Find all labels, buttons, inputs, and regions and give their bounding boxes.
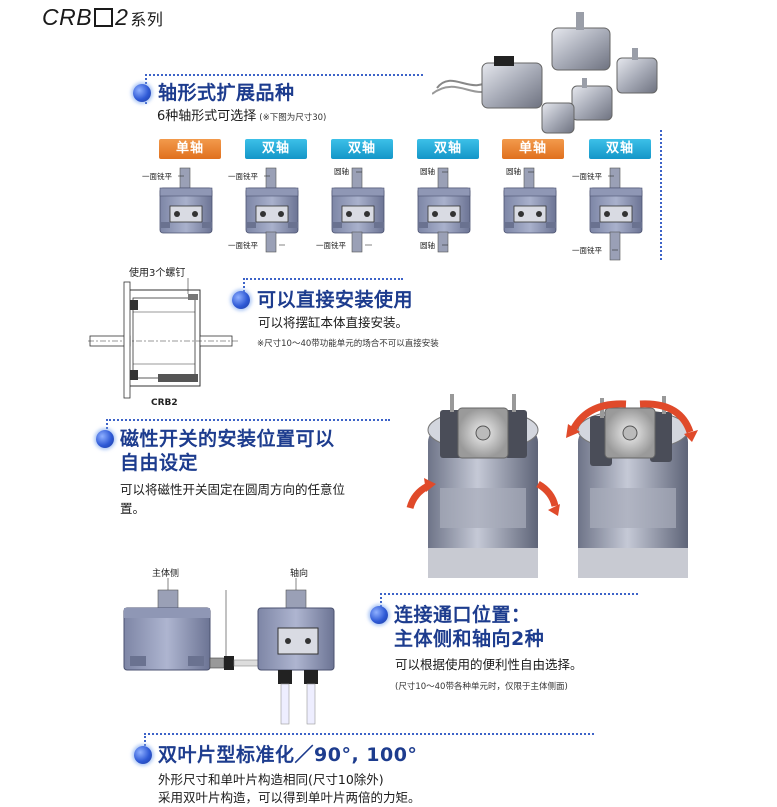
label-flat-4: 一面铣平 bbox=[316, 241, 346, 250]
section5-bullet-icon bbox=[134, 746, 152, 764]
label-flat-5: 一面铣平 bbox=[572, 172, 602, 181]
section5-body-2: 采用双叶片构造，可以得到单叶片两倍的力矩。 bbox=[158, 790, 421, 805]
section1-right-line bbox=[660, 130, 662, 260]
section5-heading: 双叶片型标准化／90°, 100° bbox=[158, 744, 418, 766]
label-flat-2: 一面铣平 bbox=[228, 172, 258, 181]
section1-subtitle: 6种轴形式可选择(※下图为尺寸30) bbox=[157, 107, 326, 127]
section2-heading: 可以直接安装使用 bbox=[257, 289, 414, 311]
label-body-side: 主体侧 bbox=[152, 569, 180, 579]
label-round-1: 圆轴 bbox=[334, 167, 349, 176]
section3-heading-1: 磁性开关的安装位置可以 bbox=[120, 428, 335, 450]
label-round-2: 圆轴 bbox=[420, 167, 435, 176]
section4-heading-1: 连接通口位置： bbox=[394, 604, 531, 626]
series-number: 2 bbox=[115, 4, 129, 30]
section4-body: 可以根据使用的便利性自由选择。 bbox=[395, 657, 583, 672]
section1-bullet-icon bbox=[133, 84, 151, 102]
label-three-screws: 使用3个螺钉 bbox=[129, 268, 186, 279]
label-flat-6: 一面铣平 bbox=[572, 246, 602, 255]
section1-divider bbox=[145, 74, 423, 76]
shaft-diagrams bbox=[159, 167, 643, 261]
shaft-tag-6: 双轴 bbox=[589, 139, 651, 159]
section1-subtitle-text: 6种轴形式可选择 bbox=[157, 109, 257, 124]
shaft-tag-3: 双轴 bbox=[331, 139, 393, 159]
section1-heading: 轴形式扩展品种 bbox=[158, 82, 295, 104]
section5-body-1: 外形尺寸和单叶片构造相同(尺寸10除外) bbox=[158, 772, 384, 787]
section3-body-1: 可以将磁性开关固定在圆周方向的任意位 bbox=[120, 482, 346, 497]
section2-side-line bbox=[243, 278, 245, 300]
series-box-icon bbox=[94, 8, 114, 27]
label-flat-1: 一面铣平 bbox=[142, 172, 172, 181]
series-title: CRB 2 系列 bbox=[42, 4, 163, 31]
section4-note: (尺寸10～40带各种单元时，仅限于主体侧面) bbox=[395, 682, 568, 692]
section3-side-line bbox=[106, 419, 108, 437]
section3-body-2: 置。 bbox=[120, 501, 146, 516]
section4-side-line bbox=[380, 593, 382, 611]
section3-divider bbox=[106, 419, 390, 421]
section3-bullet-icon bbox=[96, 430, 114, 448]
shaft-tag-2: 双轴 bbox=[245, 139, 307, 159]
section4-divider bbox=[380, 593, 638, 595]
magnetic-switch-photo bbox=[406, 394, 698, 578]
section5-divider bbox=[144, 733, 594, 735]
label-crb2: CRB2 bbox=[151, 398, 178, 408]
port-position-diagram bbox=[123, 578, 335, 725]
label-flat-3: 一面铣平 bbox=[228, 241, 258, 250]
section2-divider bbox=[243, 278, 403, 280]
section5-side-line bbox=[144, 733, 146, 749]
label-axial: 轴向 bbox=[290, 569, 309, 579]
shaft-tag-5: 单轴 bbox=[502, 139, 564, 159]
shaft-tag-1: 单轴 bbox=[159, 139, 221, 159]
section3-heading-2: 自由设定 bbox=[120, 452, 199, 474]
label-round-3: 圆轴 bbox=[420, 241, 435, 250]
direct-mount-diagram bbox=[88, 278, 238, 399]
series-suffix: 系列 bbox=[130, 11, 164, 29]
product-cluster-image bbox=[432, 12, 658, 134]
section2-bullet-icon bbox=[232, 291, 250, 309]
series-prefix: CRB bbox=[42, 4, 93, 30]
section4-heading-2: 主体侧和轴向2种 bbox=[394, 628, 545, 650]
section1-subtitle-note: (※下图为尺寸30) bbox=[259, 113, 327, 123]
section4-bullet-icon bbox=[370, 606, 388, 624]
section2-note: ※尺寸10～40带功能单元的场合不可以直接安装 bbox=[257, 339, 439, 349]
label-round-4: 圆轴 bbox=[506, 167, 521, 176]
section2-body: 可以将摆缸本体直接安装。 bbox=[258, 315, 409, 330]
shaft-tag-4: 双轴 bbox=[417, 139, 479, 159]
